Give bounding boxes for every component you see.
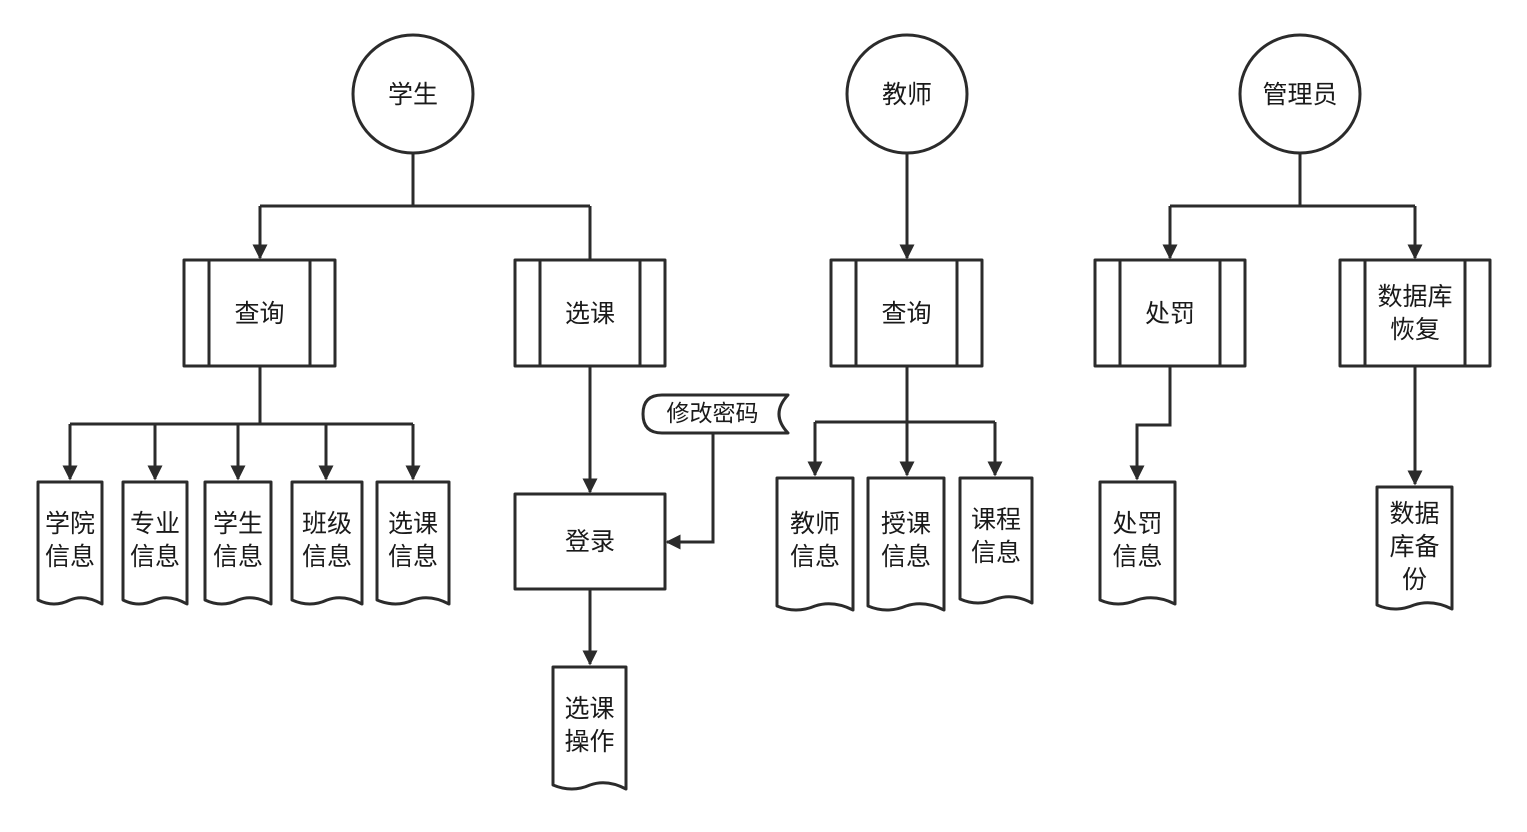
connector-punish-to-info bbox=[1129, 367, 1172, 481]
actor-student-node bbox=[351, 33, 475, 155]
connectors-admin bbox=[1129, 153, 1423, 486]
process-course-select-node bbox=[513, 258, 667, 368]
process-db-restore-node bbox=[1338, 258, 1492, 368]
doc-db-backup-node bbox=[1375, 485, 1454, 611]
doc-college-info-label: 学院 信息 bbox=[44, 509, 95, 571]
actor-teacher-label: 教师 bbox=[881, 79, 932, 109]
process-teacher-query-node bbox=[829, 258, 984, 368]
doc-major-info-label: 专业 信息 bbox=[129, 509, 180, 571]
doc-punish-info-label: 处罚 信息 bbox=[1112, 509, 1163, 571]
process-student-query-label: 查询 bbox=[234, 298, 285, 328]
doc-course-select-info-node bbox=[375, 480, 451, 606]
terminator-change-password-label: 修改密码 bbox=[666, 400, 759, 427]
process-punish-node bbox=[1093, 258, 1247, 368]
doc-course-select-info-label: 选课 信息 bbox=[387, 509, 438, 571]
connectors-teacher bbox=[807, 153, 1003, 477]
doc-student-info-node bbox=[203, 480, 273, 606]
process-punish-label: 处罚 bbox=[1144, 298, 1195, 328]
process-student-query-node bbox=[182, 258, 337, 368]
doc-teacher-info-label: 教师 信息 bbox=[789, 509, 840, 571]
doc-course-select-op-node bbox=[551, 665, 628, 791]
connector-password-to-login bbox=[665, 433, 715, 550]
process-teacher-query-label: 查询 bbox=[881, 298, 932, 328]
actor-teacher-node bbox=[845, 33, 969, 155]
process-db-restore-label: 数据库 恢复 bbox=[1377, 282, 1453, 344]
doc-course-info-label: 课程 信息 bbox=[970, 505, 1021, 567]
doc-major-info-node bbox=[121, 480, 189, 606]
doc-teaching-info-node bbox=[866, 476, 946, 612]
doc-teaching-info-label: 授课 信息 bbox=[880, 509, 931, 571]
process-course-select-label: 选课 bbox=[564, 298, 615, 328]
process-login-label: 登录 bbox=[564, 527, 615, 556]
actor-admin-node bbox=[1238, 33, 1362, 155]
doc-student-info-label: 学生 信息 bbox=[212, 509, 263, 571]
terminator-change-password-node bbox=[641, 393, 790, 435]
doc-punish-info-node bbox=[1098, 480, 1177, 606]
doc-college-info-node bbox=[36, 480, 104, 606]
actor-student-label: 学生 bbox=[387, 79, 438, 109]
process-login-node bbox=[513, 492, 667, 591]
connectors-student bbox=[62, 153, 715, 666]
actor-admin-label: 管理员 bbox=[1262, 79, 1338, 109]
doc-db-backup-label: 数据 库备 份 bbox=[1389, 498, 1440, 594]
doc-teacher-info-node bbox=[775, 476, 855, 612]
doc-course-info-node bbox=[958, 476, 1034, 605]
doc-class-info-label: 班级 信息 bbox=[301, 509, 352, 571]
doc-course-select-op-label: 选课 操作 bbox=[564, 694, 615, 756]
doc-class-info-node bbox=[290, 480, 364, 606]
